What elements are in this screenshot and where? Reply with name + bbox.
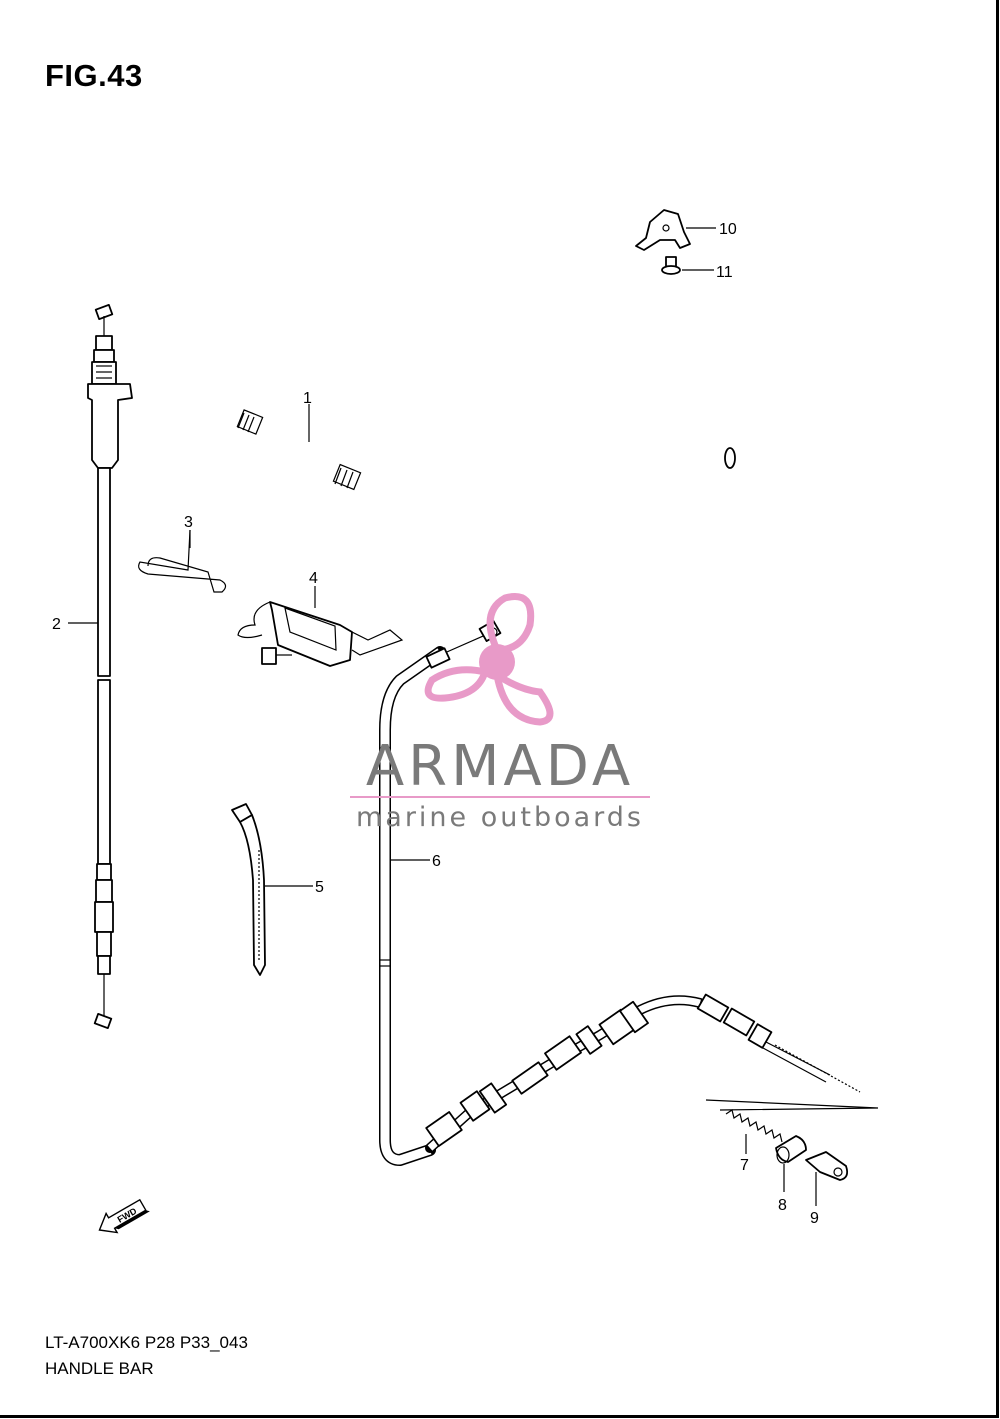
callout-6: 6 [432,853,441,870]
bracket-part-4 [237,601,404,667]
cable-part-6 [379,620,861,1166]
callout-5: 5 [315,879,324,896]
callout-10: 10 [719,221,737,238]
wire-clip-part-3 [138,529,227,593]
figure-title: FIG.43 [45,58,143,93]
spring-part-7 [725,1109,783,1143]
clamp-part-10 [635,209,691,251]
callout-8: 8 [778,1197,787,1214]
explode-lines [705,1099,879,1111]
callout-1: 1 [303,390,312,407]
propeller-hub-icon [479,644,515,680]
callout-2: 2 [52,616,61,633]
model-code: LT-A700XK6 P28 P33_043 [45,1333,248,1352]
callout-11: 11 [716,264,733,281]
cable-tie-part-5 [231,803,266,976]
end-joint-part-9 [805,1151,849,1181]
callout-4: 4 [309,570,318,587]
watermark-tagline: marine outboards [356,802,644,833]
fwd-arrow-icon: FWD [98,1198,150,1234]
propeller-logo-icon [424,593,554,726]
screw-part-11 [661,256,681,275]
callout-9: 9 [810,1210,819,1227]
collar-part-8 [775,1135,807,1164]
callout-3: 3 [184,514,193,531]
armada-watermark: ARMADA marine outboards [350,593,650,833]
callout-7: 7 [740,1157,749,1174]
handlebar-part-1 [152,125,736,501]
throttle-cable-part-2 [87,304,133,1029]
watermark-brand: ARMADA [366,734,634,799]
section-name: HANDLE BAR [45,1359,154,1378]
